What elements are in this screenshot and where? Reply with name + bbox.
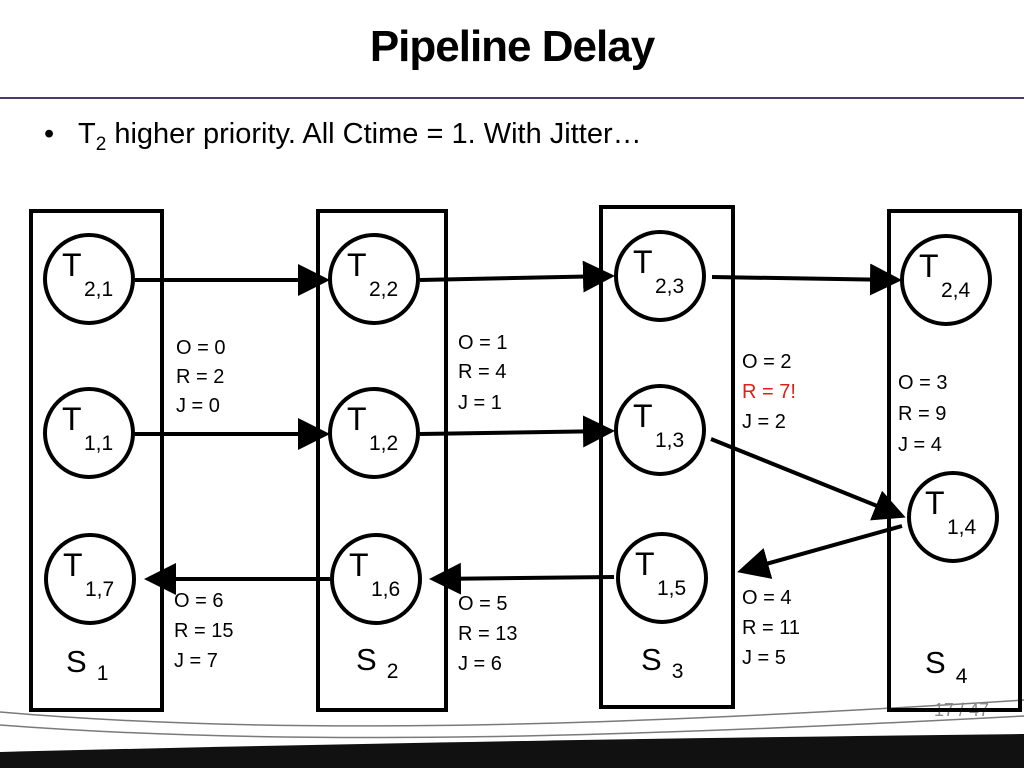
page-title: Pipeline Delay: [369, 22, 655, 71]
svg-text:1,2: 1,2: [369, 432, 398, 455]
svg-text:R = 13: R = 13: [458, 623, 517, 645]
svg-text:2,3: 2,3: [655, 275, 684, 298]
svg-text:1,4: 1,4: [947, 516, 977, 539]
params-t14: O = 3 R = 9 J = 4: [898, 372, 947, 456]
params-t13-t14: O = 2 R = 7! J = 2: [742, 351, 796, 433]
svg-text:1,5: 1,5: [657, 577, 686, 600]
svg-text:T: T: [633, 244, 653, 280]
footer-swoosh: [0, 699, 1024, 768]
svg-text:R = 7!: R = 7!: [742, 381, 796, 403]
bullet-dot: •: [44, 118, 55, 150]
arrow-t15-t16: [429, 562, 615, 595]
title-divider: [0, 97, 1024, 99]
task-node: T 1,5: [616, 532, 708, 624]
svg-text:1,3: 1,3: [655, 429, 684, 452]
svg-text:J = 7: J = 7: [174, 650, 218, 672]
svg-text:T: T: [919, 248, 939, 284]
svg-text:J = 0: J = 0: [176, 395, 220, 417]
svg-text:R = 15: R = 15: [174, 620, 233, 642]
svg-text:T: T: [349, 547, 369, 583]
task-node: T 2,1: [43, 233, 135, 325]
params-t11-t12: O = 0 R = 2 J = 0: [176, 337, 225, 417]
task-node: T 1,6: [330, 533, 422, 625]
svg-text:T: T: [62, 247, 82, 283]
task-node: T 1,2: [328, 387, 420, 479]
svg-text:T: T: [347, 401, 367, 437]
task-node: T 2,3: [614, 230, 706, 322]
svg-text:2,2: 2,2: [369, 278, 398, 301]
svg-text:T: T: [633, 398, 653, 434]
task-node: T 2,2: [328, 233, 420, 325]
bullet-task-subscript: 2: [95, 133, 107, 155]
bullet-task-letter: T: [78, 118, 96, 150]
arrow-t13-t14: [710, 437, 906, 521]
svg-text:J = 2: J = 2: [742, 411, 786, 433]
arrow-t12-t13: [419, 415, 615, 448]
stage-box-s3: [599, 205, 735, 709]
arrow-t23-t24: [711, 263, 902, 296]
svg-text:J = 1: J = 1: [458, 392, 502, 414]
svg-text:O = 0: O = 0: [176, 337, 225, 359]
bullet-point: • T2 higher priority. All Ctime = 1. With…: [44, 118, 642, 156]
svg-text:T: T: [925, 485, 945, 521]
svg-text:R = 11: R = 11: [742, 617, 800, 639]
task-node: T 1,3: [614, 384, 706, 476]
params-t12-t13: O = 1 R = 4 J = 1: [458, 332, 507, 414]
svg-text:T: T: [63, 547, 83, 583]
arrow-t14-t15: [737, 524, 903, 579]
svg-text:1,6: 1,6: [371, 578, 400, 601]
svg-text:T: T: [347, 247, 367, 283]
task-node: T 1,1: [43, 387, 135, 479]
svg-text:T: T: [62, 401, 82, 437]
svg-text:1,7: 1,7: [85, 578, 114, 601]
params-t14-t15: O = 4 R = 11 J = 5: [742, 587, 800, 669]
svg-text:J = 5: J = 5: [742, 647, 786, 669]
svg-text:1,1: 1,1: [84, 432, 113, 455]
svg-text:O = 4: O = 4: [742, 587, 791, 609]
stage-box-s1: [29, 209, 164, 712]
params-t15-t16: O = 5 R = 13 J = 6: [458, 593, 517, 675]
task-node: T 1,7: [44, 533, 136, 625]
svg-text:J = 4: J = 4: [898, 434, 942, 456]
svg-text:J = 6: J = 6: [458, 653, 502, 675]
svg-text:T: T: [635, 546, 655, 582]
svg-text:R = 4: R = 4: [458, 361, 506, 383]
svg-text:O = 1: O = 1: [458, 332, 507, 354]
arrow-t22-t23: [419, 260, 615, 293]
svg-text:R = 2: R = 2: [176, 366, 224, 388]
params-t16-t17: O = 6 R = 15 J = 7: [174, 590, 233, 672]
svg-text:2,4: 2,4: [941, 279, 971, 302]
svg-text:O = 3: O = 3: [898, 372, 947, 394]
svg-text:2,1: 2,1: [84, 278, 113, 301]
task-node: T 2,4: [900, 234, 992, 326]
svg-text:O = 5: O = 5: [458, 593, 507, 615]
svg-text:O = 6: O = 6: [174, 590, 223, 612]
stage-box-s4: [887, 209, 1022, 712]
bullet-text: higher priority. All Ctime = 1. With Jit…: [106, 118, 642, 150]
svg-text:R = 9: R = 9: [898, 403, 946, 425]
svg-text:O = 2: O = 2: [742, 351, 791, 373]
task-node: T 1,4: [907, 471, 999, 563]
stage-box-s2: [316, 209, 448, 712]
